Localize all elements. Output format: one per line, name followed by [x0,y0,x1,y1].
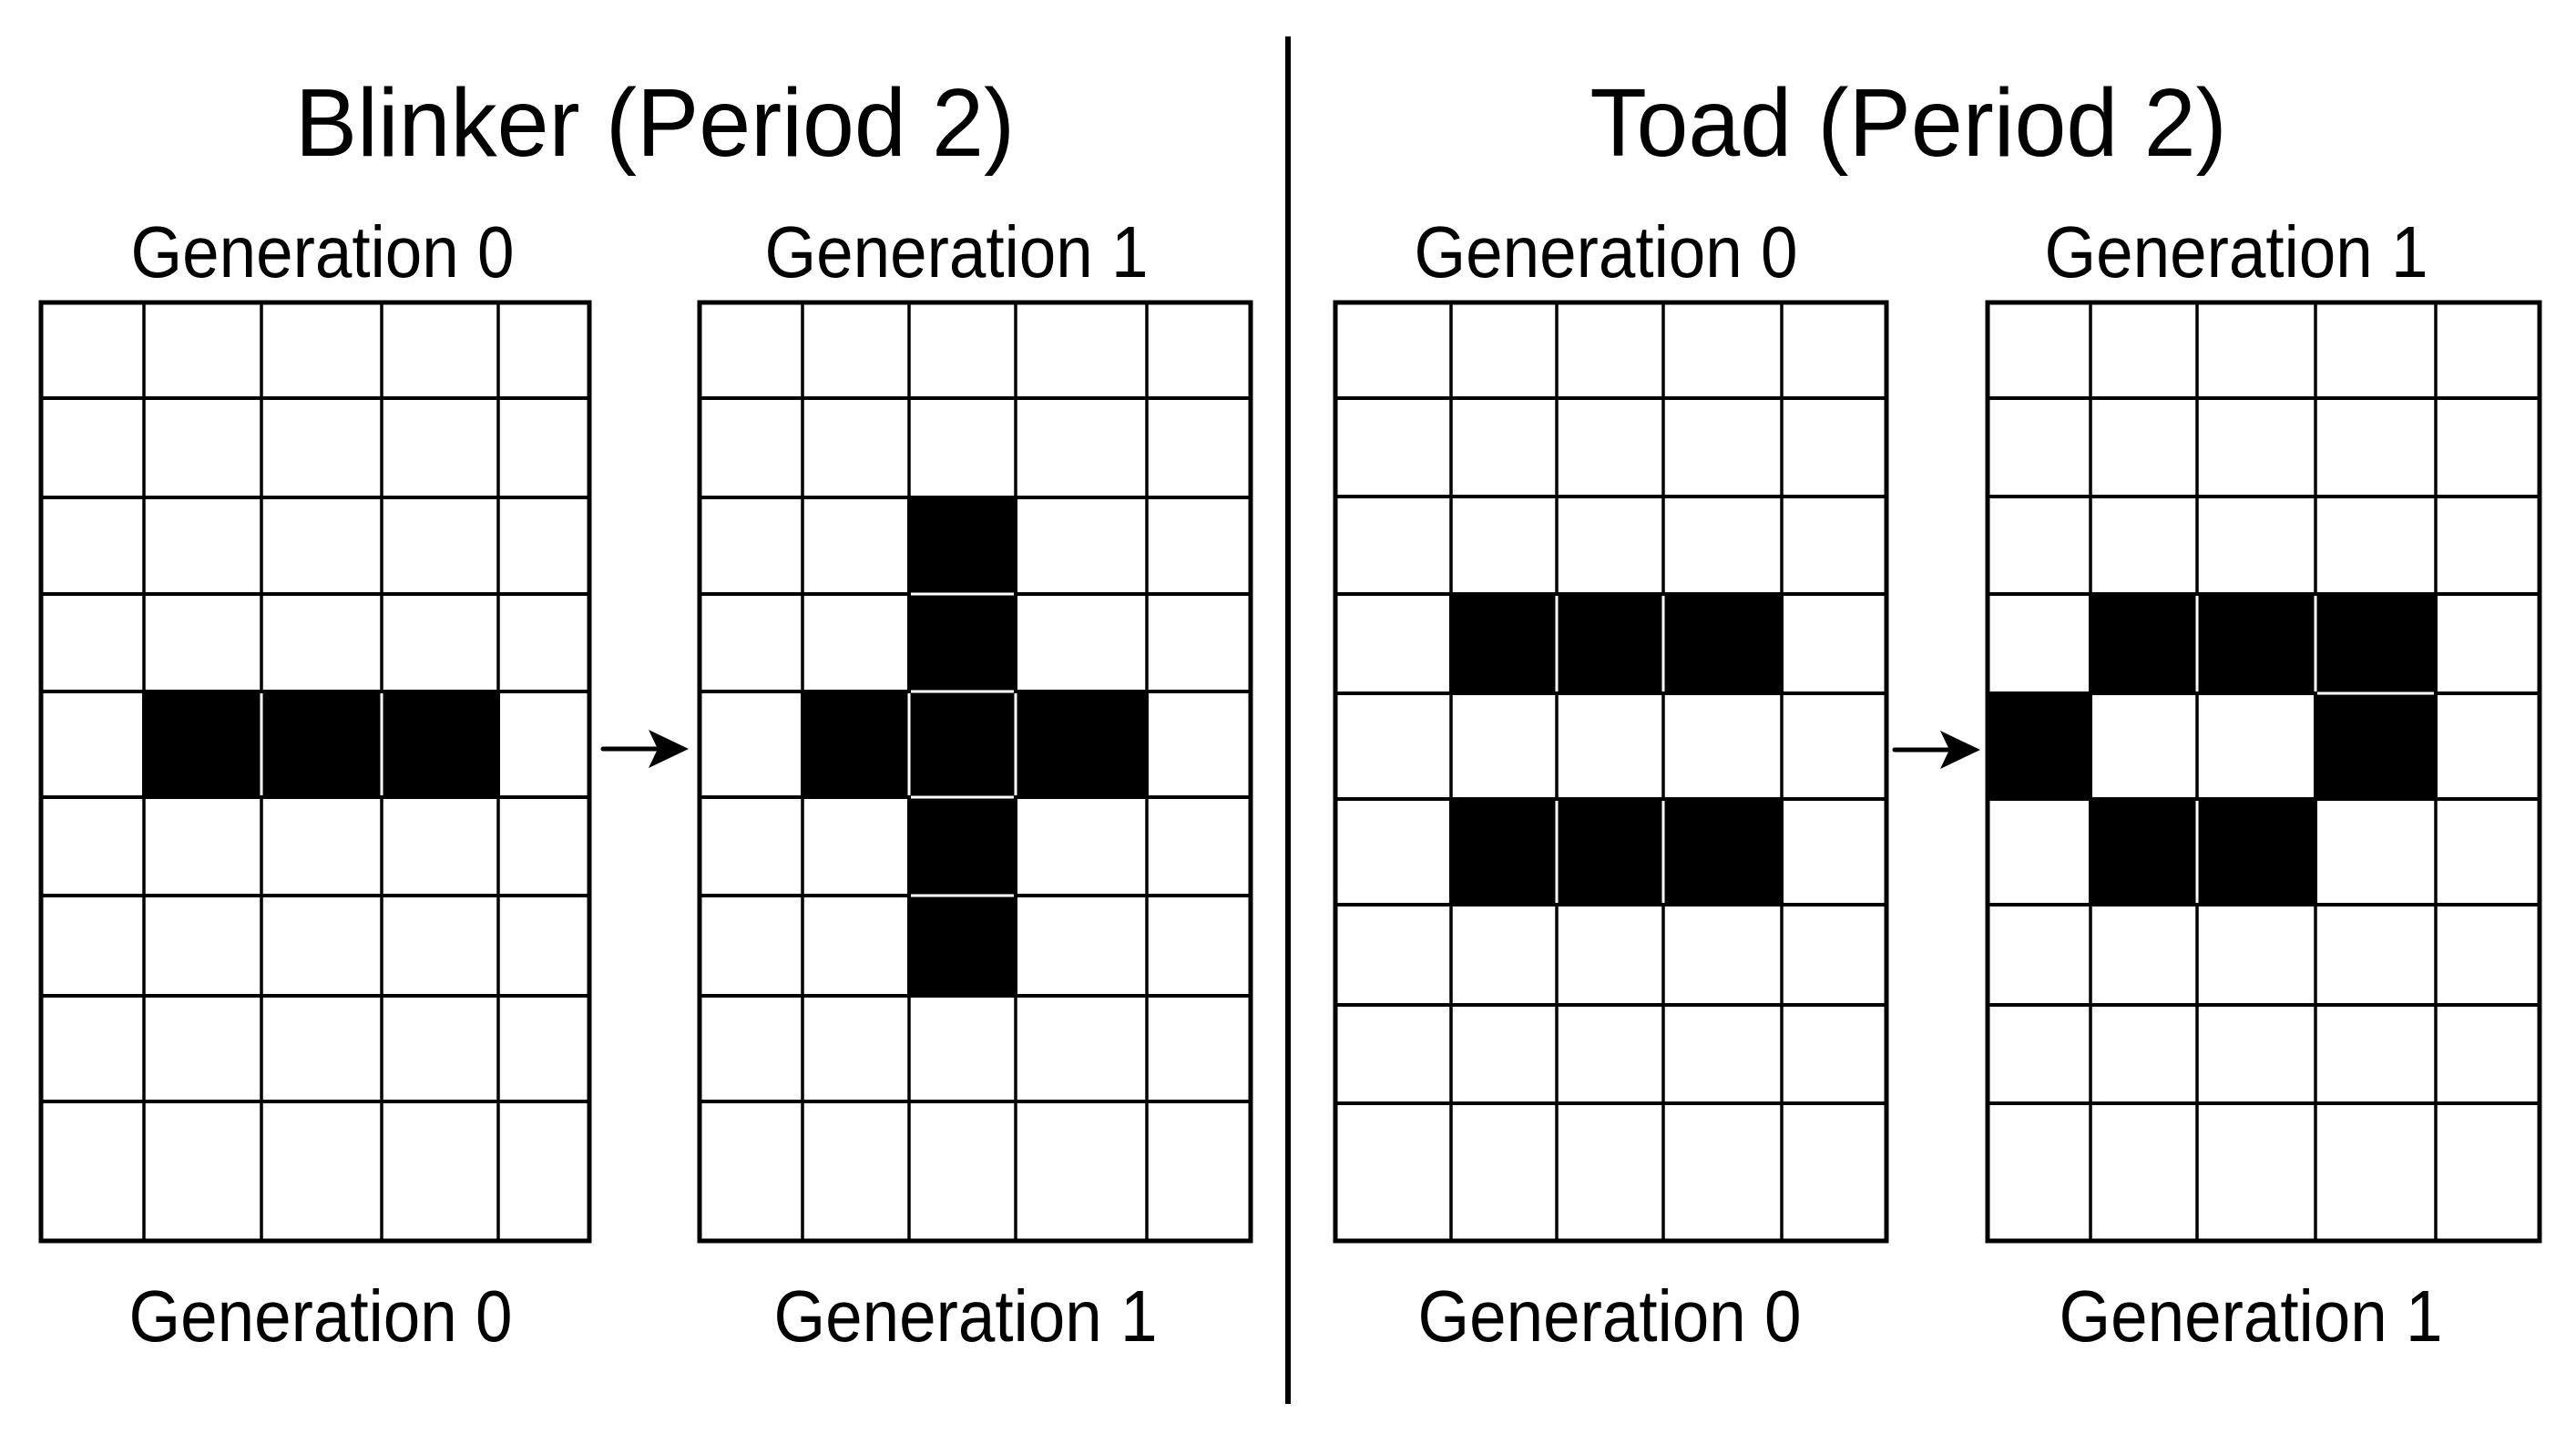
live-cell [2195,592,2317,695]
live-cell [1014,690,1149,799]
live-cell [260,690,383,799]
blinker-gen0-bottom-label: Generation 0 [128,1275,513,1357]
live-cell [2195,797,2317,906]
live-cell [1555,592,1665,695]
live-cell [801,690,911,799]
right-arrow-icon [1892,731,1980,769]
toad-gen1-top-label: Generation 1 [2044,211,2428,292]
live-cell [2314,592,2438,695]
live-cell [2089,797,2199,906]
right-arrow-icon [600,730,689,768]
live-cell [907,496,1017,596]
live-cell [2089,592,2199,695]
toad-gen0-bottom-label: Generation 0 [1417,1275,1802,1357]
blinker-title: Blinker (Period 2) [294,69,1016,177]
toad-gen1-bottom-label: Generation 1 [2059,1275,2443,1357]
live-cell [1449,592,1559,695]
live-cell [907,795,1017,897]
live-cell [2314,691,2438,801]
live-cell [907,894,1017,998]
live-cell [907,592,1017,693]
live-cell [1449,797,1559,906]
live-cell [1661,797,1784,906]
live-cell [1661,592,1784,695]
panel-divider [1285,36,1291,1404]
live-cell [142,690,263,799]
toad-title: Toad (Period 2) [1590,69,2227,177]
live-cell [1555,797,1665,906]
blinker-gen0-top-label: Generation 0 [130,211,515,292]
blinker-gen1-top-label: Generation 1 [764,211,1149,292]
toad-gen0-top-label: Generation 0 [1414,211,1798,292]
live-cell [1986,691,2092,801]
blinker-gen1-bottom-label: Generation 1 [773,1275,1158,1357]
live-cell [907,690,1017,799]
live-cell [380,690,500,799]
